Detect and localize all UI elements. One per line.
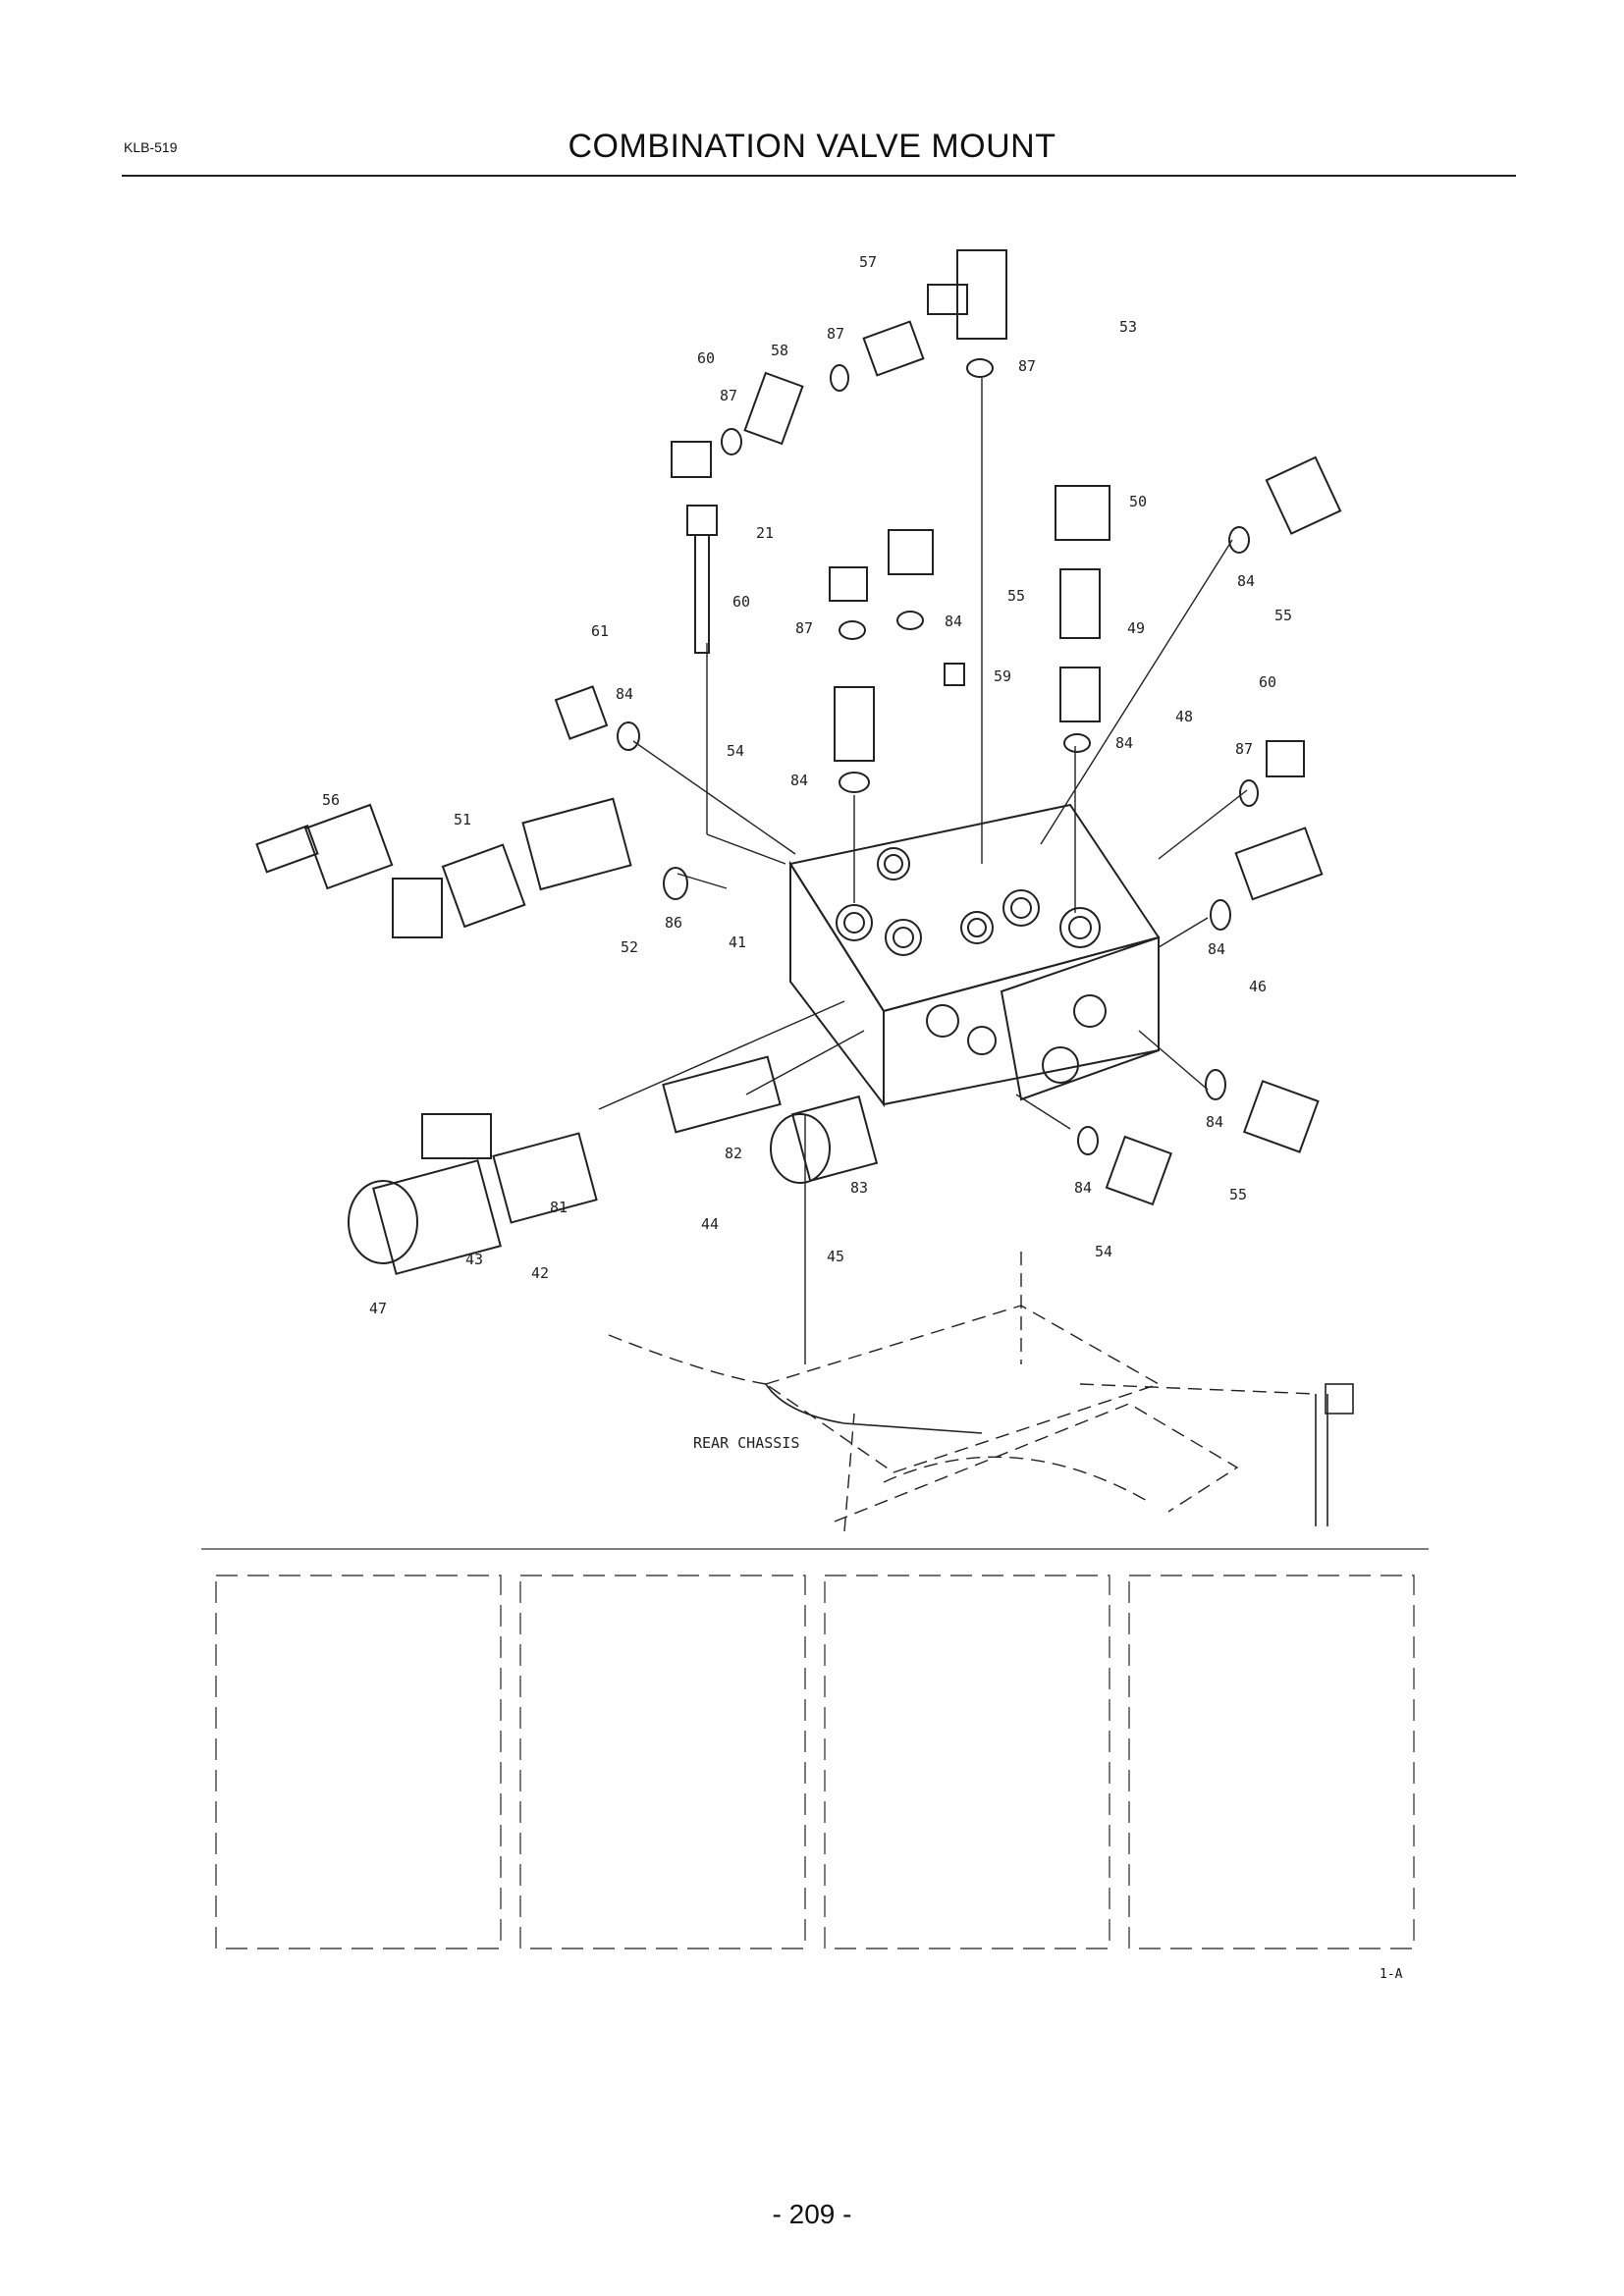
part-58-coupler xyxy=(743,371,804,446)
callout: 53 xyxy=(1119,318,1137,336)
part-54-adapter-top xyxy=(834,686,875,762)
callout: 87 xyxy=(827,325,844,343)
part-46-sensor xyxy=(1234,827,1324,901)
callout: 84 xyxy=(790,772,808,789)
page-number: - 209 - xyxy=(772,2199,852,2229)
part-21-bolt xyxy=(686,505,718,654)
part-52-valve xyxy=(521,797,632,891)
callout: 87 xyxy=(720,387,737,404)
callout: 54 xyxy=(1095,1243,1112,1260)
part-47-solenoid-valve xyxy=(348,1113,598,1275)
note-box-1 xyxy=(215,1575,502,1949)
part-60-plug-right xyxy=(1266,740,1305,777)
callout: 60 xyxy=(1259,673,1276,691)
part-55-elbow-right xyxy=(1265,455,1342,535)
chassis-solid-edges xyxy=(765,1383,1354,1526)
callout: 86 xyxy=(665,914,682,932)
rear-chassis-outline xyxy=(608,1252,1317,1532)
callout: 87 xyxy=(1018,357,1036,375)
part-60-plug-mid xyxy=(829,566,868,602)
callout: 83 xyxy=(850,1179,868,1197)
part-53-tee xyxy=(927,249,1007,340)
part-49-adapter xyxy=(1059,568,1101,639)
callout: 54 xyxy=(727,742,744,760)
callout: 49 xyxy=(1127,619,1145,637)
callout: 41 xyxy=(729,934,746,951)
callout: 21 xyxy=(756,524,774,542)
callout: 81 xyxy=(550,1199,568,1216)
page-title: COMBINATION VALVE MOUNT xyxy=(568,128,1056,165)
part-59-plug xyxy=(944,663,965,686)
note-box-4 xyxy=(1128,1575,1415,1949)
callout: 87 xyxy=(795,619,813,637)
callout: 44 xyxy=(701,1215,719,1233)
callout: 84 xyxy=(1237,572,1255,590)
callout: 42 xyxy=(531,1264,549,1282)
part-55-elbow-lower xyxy=(1242,1080,1320,1153)
callout-labels: 57 53 87 58 60 87 87 50 21 55 60 87 84 5… xyxy=(322,253,1292,1452)
callout: 58 xyxy=(771,342,788,359)
callout: 48 xyxy=(1175,708,1193,725)
callout: 84 xyxy=(1206,1113,1223,1131)
callout: 46 xyxy=(1249,978,1267,995)
figure-reference: 1-A xyxy=(1380,1967,1403,1982)
callout: 47 xyxy=(369,1300,387,1317)
callout: 43 xyxy=(465,1251,483,1268)
o-rings xyxy=(617,358,1259,1155)
chassis-label: REAR CHASSIS xyxy=(693,1434,799,1452)
part-48-adapter xyxy=(1059,667,1101,722)
callout: 52 xyxy=(621,938,638,956)
part-55-elbow-center xyxy=(888,529,934,575)
callout: 55 xyxy=(1274,607,1292,624)
callout: 55 xyxy=(1007,587,1025,605)
callout: 60 xyxy=(697,349,715,367)
document-code: KLB-519 xyxy=(124,139,178,155)
callout: 59 xyxy=(994,667,1011,685)
part-50-elbow xyxy=(1055,485,1110,541)
callout: 84 xyxy=(1074,1179,1092,1197)
callout: 84 xyxy=(616,685,633,703)
parts-note-boxes xyxy=(215,1575,1415,1949)
callout: 84 xyxy=(945,613,962,630)
note-box-3 xyxy=(824,1575,1110,1949)
callout: 50 xyxy=(1129,493,1147,510)
part-44-cartridge xyxy=(662,1055,782,1134)
callout: 87 xyxy=(1235,740,1253,758)
assembly-leader-lines xyxy=(598,378,1248,1364)
callout: 84 xyxy=(1115,734,1133,752)
part-60-plug-top xyxy=(671,441,712,478)
callout: 45 xyxy=(827,1248,844,1265)
valve-manifold-block xyxy=(788,803,1161,1107)
part-61-plug xyxy=(554,685,609,740)
callout: 56 xyxy=(322,791,340,809)
part-57-fitting xyxy=(862,320,925,377)
callout: 51 xyxy=(454,811,471,828)
part-51-elbow xyxy=(392,843,526,938)
part-54-adapter-lower xyxy=(1105,1135,1173,1206)
part-56-hose-fitting xyxy=(255,803,394,890)
note-box-2 xyxy=(519,1575,806,1949)
callout: 57 xyxy=(859,253,877,271)
callout: 60 xyxy=(732,593,750,611)
part-45-cartridge xyxy=(770,1095,879,1184)
callout: 61 xyxy=(591,622,609,640)
callout: 84 xyxy=(1208,940,1225,958)
header-rule xyxy=(122,175,1516,177)
callout: 55 xyxy=(1229,1186,1247,1203)
callout: 82 xyxy=(725,1145,742,1162)
